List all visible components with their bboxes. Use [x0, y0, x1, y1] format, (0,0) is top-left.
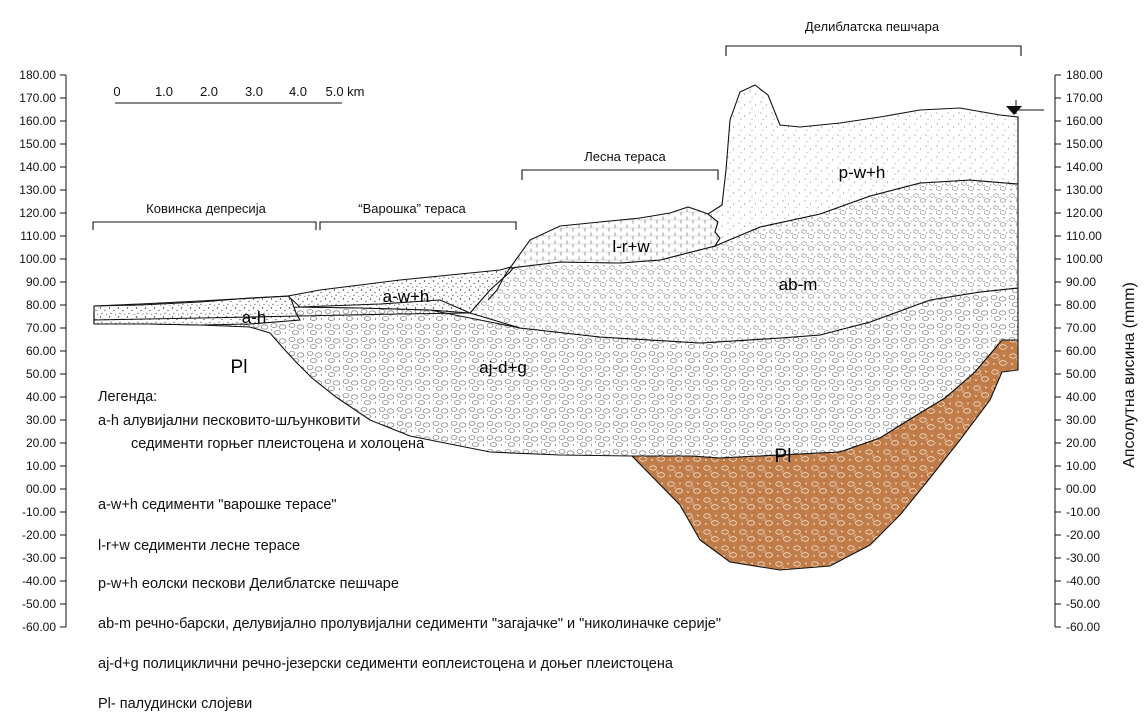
right-tick-label: 80.00: [1066, 298, 1096, 312]
left-tick-label: -50.00: [22, 597, 56, 611]
right-tick-label: 70.00: [1066, 321, 1096, 335]
left-tick-label: 80.00: [26, 298, 56, 312]
left-tick-label: 180.00: [19, 68, 56, 82]
right-tick-label: 110.00: [1066, 229, 1102, 243]
legend-item-awh: a-w+h седименти "варошке терасе": [98, 497, 337, 513]
right-tick-label: 140.00: [1066, 160, 1103, 174]
left-tick-label: 140.00: [19, 160, 56, 174]
left-tick-label: 30.00: [26, 413, 56, 427]
left-tick-label: -20.00: [22, 528, 56, 542]
left-tick-label: 90.00: [26, 275, 56, 289]
right-axis-ticks: 180.00 170.00 160.00 150.00 140.00 130.00 120.…: [1055, 68, 1103, 634]
label-awh: a-w+h: [383, 287, 430, 306]
bracket-varoska: [320, 222, 516, 230]
legend-title: Легенда:: [98, 389, 157, 405]
right-tick-label: -20.00: [1066, 528, 1100, 542]
zone-label-kovin: Ковинска депресија: [146, 201, 266, 216]
label-pl-right: Pl: [775, 446, 792, 467]
right-tick-label: 20.00: [1066, 436, 1096, 450]
left-tick-label: -60.00: [22, 620, 56, 634]
right-tick-label: -30.00: [1066, 551, 1100, 565]
left-tick-label: 10.00: [26, 459, 56, 473]
left-tick-label: 40.00: [26, 390, 56, 404]
level-marker-arrow: [1006, 100, 1044, 115]
label-ah: a-h: [242, 308, 267, 327]
legend-item-lrw: l-r+w седименти лесне терасе: [98, 538, 300, 554]
bracket-kovin: [93, 222, 316, 230]
left-tick-label: 170.00: [19, 91, 56, 105]
right-tick-label: 180.00: [1066, 68, 1103, 82]
legend-item-ajdg: aj-d+g полициклични речно-језерски седим…: [98, 656, 674, 672]
bracket-deliblato: [726, 46, 1021, 56]
right-tick-label: 120.00: [1066, 206, 1103, 220]
right-tick-label: 130.00: [1066, 183, 1103, 197]
label-pl-left: Pl: [231, 357, 248, 378]
zone-label-varoska: “Варошка” тераса: [358, 201, 466, 216]
label-ajdg: aj-d+g: [479, 358, 527, 377]
right-axis-label: Апсолутна висина (mnm): [1121, 282, 1138, 468]
left-tick-label: 20.00: [26, 436, 56, 450]
legend-item-abm: ab-m речно-барски, делувијално пролувија…: [98, 616, 721, 632]
left-tick-label: -40.00: [22, 574, 56, 588]
scale-label-1: 1.0: [155, 84, 173, 99]
scale-label-2: 2.0: [200, 84, 218, 99]
scale-label-4: 4.0: [289, 84, 307, 99]
left-tick-label: 70.00: [26, 321, 56, 335]
left-tick-label: 00.00: [26, 482, 56, 496]
right-tick-label: 50.00: [1066, 367, 1096, 381]
right-tick-label: -50.00: [1066, 597, 1100, 611]
right-tick-label: 40.00: [1066, 390, 1096, 404]
left-axis: 180.00 170.00 160.00 150.00 140.00 130.00 120.…: [19, 68, 66, 634]
legend-item-ah: a-h алувијални песковито-шљунковити: [98, 413, 361, 429]
right-tick-label: 90.00: [1066, 275, 1096, 289]
right-tick-label: 160.00: [1066, 114, 1103, 128]
right-tick-label: -10.00: [1066, 505, 1100, 519]
scale-bar: 0 1.0 2.0 3.0 4.0 5.0 km: [113, 84, 364, 103]
right-tick-label: -40.00: [1066, 574, 1100, 588]
right-tick-label: 150.00: [1066, 137, 1103, 151]
scale-label-5: 5.0 km: [325, 84, 364, 99]
right-axis: 180.00 170.00 160.00 150.00 140.00 130.00 120.…: [1055, 68, 1138, 634]
bracket-lesna: [522, 170, 718, 180]
legend-item-pl: Pl- палудински слојеви: [98, 696, 252, 712]
label-abm: ab-m: [779, 275, 818, 294]
left-tick-label: 50.00: [26, 367, 56, 381]
right-tick-label: 30.00: [1066, 413, 1096, 427]
right-tick-label: 170.00: [1066, 91, 1103, 105]
left-axis-ticks: 180.00 170.00 160.00 150.00 140.00 130.00 120.…: [19, 68, 66, 634]
right-tick-label: 10.00: [1066, 459, 1096, 473]
right-tick-label: 00.00: [1066, 482, 1096, 496]
unit-ah-body: [94, 296, 300, 325]
left-tick-label: -30.00: [22, 551, 56, 565]
left-tick-label: 60.00: [26, 344, 56, 358]
scale-label-3: 3.0: [245, 84, 263, 99]
label-lrw: l-r+w: [612, 237, 650, 256]
scale-label-0: 0: [113, 84, 120, 99]
legend-item-ah-cont: седименти горњег плеистоцена и холоцена: [131, 436, 425, 452]
left-tick-label: 150.00: [19, 137, 56, 151]
right-tick-label: -60.00: [1066, 620, 1100, 634]
zone-label-lesna: Лесна тераса: [584, 149, 666, 164]
left-tick-label: 110.00: [20, 229, 56, 243]
zone-label-deliblato: Делиблатска пешчара: [805, 19, 940, 34]
left-tick-label: 120.00: [19, 206, 56, 220]
left-tick-label: 100.00: [19, 252, 56, 266]
label-pwh: p-w+h: [839, 163, 886, 182]
legend-item-pwh: p-w+h еолски пескови Делиблатске пешчаре: [98, 576, 399, 592]
left-tick-label: 160.00: [19, 114, 56, 128]
right-tick-label: 60.00: [1066, 344, 1096, 358]
left-tick-label: 130.00: [19, 183, 56, 197]
right-tick-label: 100.00: [1066, 252, 1103, 266]
left-tick-label: -10.00: [22, 505, 56, 519]
